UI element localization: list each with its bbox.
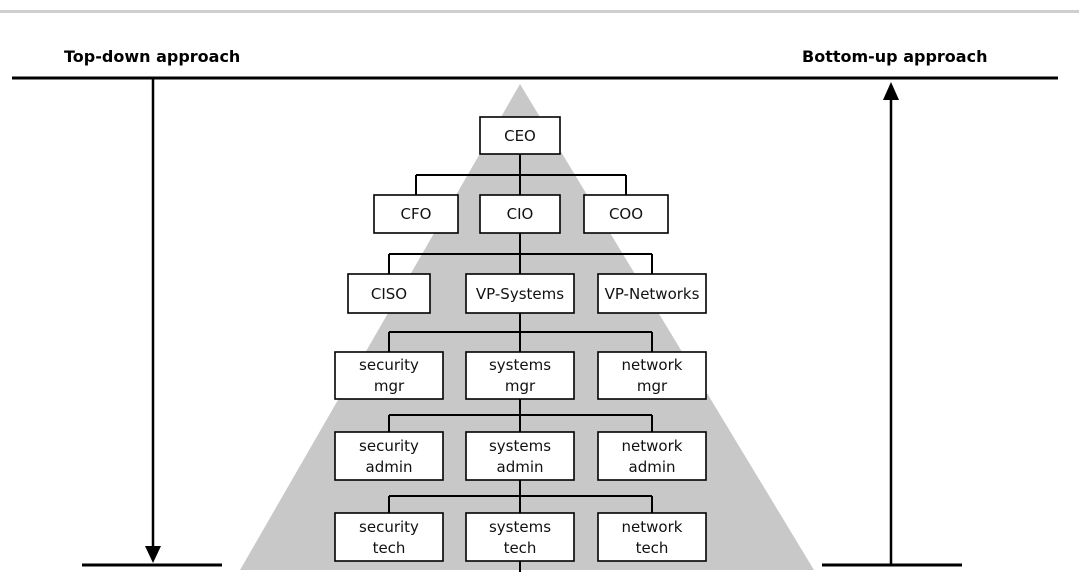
node-security-mgr-line2: mgr <box>374 377 405 395</box>
node-network-mgr-line2: mgr <box>637 377 668 395</box>
node-ceo-label: CEO <box>504 127 536 145</box>
node-security-mgr: security mgr <box>334 351 444 400</box>
node-systems-mgr: systems mgr <box>465 351 575 400</box>
top-down-label: Top-down approach <box>64 47 240 66</box>
node-security-tech-line1: security <box>359 518 419 536</box>
node-cio-label: CIO <box>507 205 534 223</box>
node-ceo: CEO <box>479 116 561 155</box>
node-security-mgr-line1: security <box>359 356 419 374</box>
node-network-admin-line1: network <box>622 437 683 455</box>
node-vp-networks: VP-Networks <box>597 273 707 314</box>
node-network-admin-line2: admin <box>629 458 676 476</box>
node-systems-mgr-line2: mgr <box>505 377 536 395</box>
node-systems-admin: systems admin <box>465 431 575 481</box>
node-systems-admin-line2: admin <box>497 458 544 476</box>
node-network-tech-line2: tech <box>636 539 669 557</box>
node-vp-systems: VP-Systems <box>465 273 575 314</box>
node-security-admin: security admin <box>334 431 444 481</box>
node-network-admin: network admin <box>597 431 707 481</box>
node-security-admin-line2: admin <box>366 458 413 476</box>
node-ciso: CISO <box>347 273 431 314</box>
node-network-tech: network tech <box>597 512 707 562</box>
node-vp-networks-label: VP-Networks <box>605 285 700 303</box>
node-systems-tech: systems tech <box>465 512 575 562</box>
node-network-mgr-line1: network <box>622 356 683 374</box>
node-cio: CIO <box>479 194 561 234</box>
arrow-down-icon <box>145 546 161 563</box>
node-systems-mgr-line1: systems <box>489 356 551 374</box>
node-coo: COO <box>583 194 669 234</box>
node-coo-label: COO <box>609 205 643 223</box>
node-security-tech: security tech <box>334 512 444 562</box>
bottom-up-label: Bottom-up approach <box>802 47 987 66</box>
pyramid-shape <box>240 84 814 570</box>
node-network-mgr: network mgr <box>597 351 707 400</box>
top-rule <box>0 10 1079 13</box>
node-systems-tech-line2: tech <box>504 539 537 557</box>
node-systems-admin-line1: systems <box>489 437 551 455</box>
node-ciso-label: CISO <box>371 285 407 303</box>
node-systems-tech-line1: systems <box>489 518 551 536</box>
node-security-admin-line1: security <box>359 437 419 455</box>
org-connectors <box>388 154 653 572</box>
node-security-tech-line2: tech <box>373 539 406 557</box>
node-cfo-label: CFO <box>401 205 432 223</box>
node-cfo: CFO <box>373 194 459 234</box>
node-vp-systems-label: VP-Systems <box>476 285 564 303</box>
node-network-tech-line1: network <box>622 518 683 536</box>
arrow-up-icon <box>883 82 899 100</box>
